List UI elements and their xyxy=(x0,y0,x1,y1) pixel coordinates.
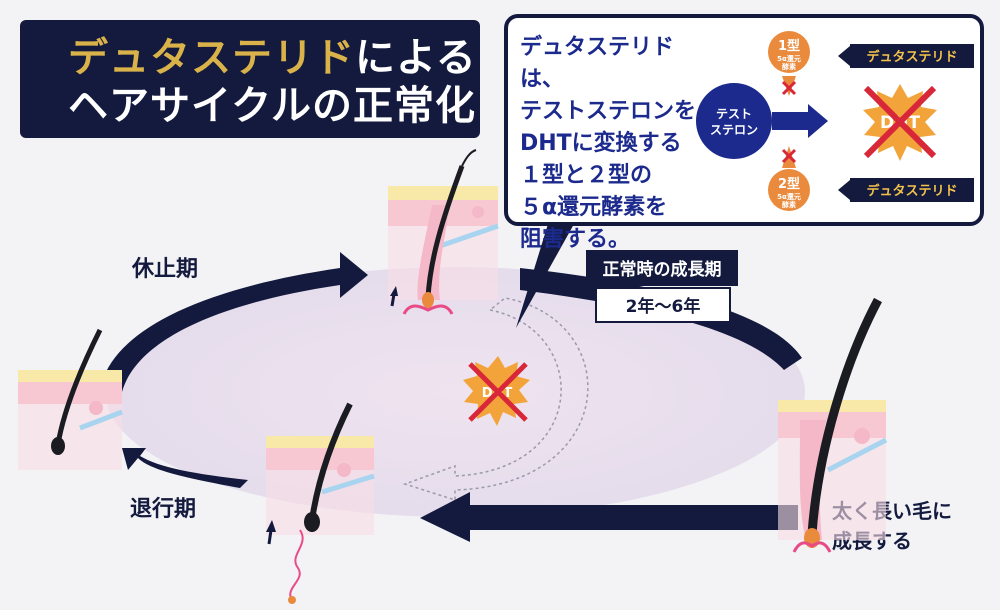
dutasteride-arrow-1 xyxy=(838,46,850,66)
dht-burst: DHT xyxy=(863,84,937,161)
resting-arrow xyxy=(100,252,368,392)
enzyme1-circle xyxy=(768,31,810,73)
follicle-resting xyxy=(18,328,123,470)
growth-normal-label: 正常時の成長期 xyxy=(603,259,722,280)
dutasteride-arrow-2 xyxy=(838,180,850,200)
testosterone-label-line1: テスト xyxy=(716,107,752,121)
testosterone-label-line2: ステロン xyxy=(710,123,758,137)
growth-normal-badge xyxy=(586,250,738,286)
callout-pointer xyxy=(516,224,574,328)
regression-arrow xyxy=(122,448,248,488)
title-line1-rest: による xyxy=(355,35,477,81)
follicle-regression xyxy=(266,402,375,604)
mechanism-description: デュタステリドは、 テストステロンを DHTに変換する １型と２型の ５α還元酵… xyxy=(520,35,697,252)
follicle-new-hair xyxy=(388,149,499,315)
enzyme2-name: 2型 xyxy=(778,176,800,192)
mechanism-diagram: テスト ステロン 1型 5α還元 酵素 2型 5α還元 酵素 デュタステリド デ… xyxy=(696,31,974,211)
enzyme2-sub1: 5α還元 xyxy=(777,192,801,201)
dutasteride-label-2: デュタステリド xyxy=(866,183,957,199)
title-box: デュタステリドによる ヘアサイクルの正常化 xyxy=(20,20,480,138)
enzyme1-sub2: 酵素 xyxy=(782,62,796,71)
title-line1: デュタステリドによる xyxy=(68,34,480,82)
cycle-arrows xyxy=(100,252,802,542)
dht-center-burst: DHT xyxy=(463,356,530,426)
mechanism-box: デュタステリドは、 テストステロンを DHTに変換する １型と２型の ５α還元酵… xyxy=(504,14,984,252)
resting-label: 休止期 xyxy=(131,257,198,282)
dutasteride-label-1: デュタステリド xyxy=(866,49,957,65)
dutasteride-badge-2 xyxy=(850,178,974,202)
growth-years-label: 2年〜6年 xyxy=(626,296,701,317)
title-line2: ヘアサイクルの正常化 xyxy=(68,83,476,129)
enzyme1-sub1: 5α還元 xyxy=(777,54,801,63)
regression-label: 退行期 xyxy=(130,496,196,522)
testosterone-circle xyxy=(696,83,772,159)
title-highlight: デュタステリド xyxy=(68,35,355,81)
growth-years-badge xyxy=(595,287,731,323)
dutasteride-badge-1 xyxy=(850,44,974,68)
enzyme2-sub2: 酵素 xyxy=(782,200,796,209)
enzyme2-circle xyxy=(768,169,810,211)
enzyme1-name: 1型 xyxy=(778,38,800,54)
growth-arrow xyxy=(520,268,802,370)
return-arrow xyxy=(420,492,798,542)
conversion-arrow xyxy=(772,104,828,138)
follicle-long-hair xyxy=(778,297,888,553)
